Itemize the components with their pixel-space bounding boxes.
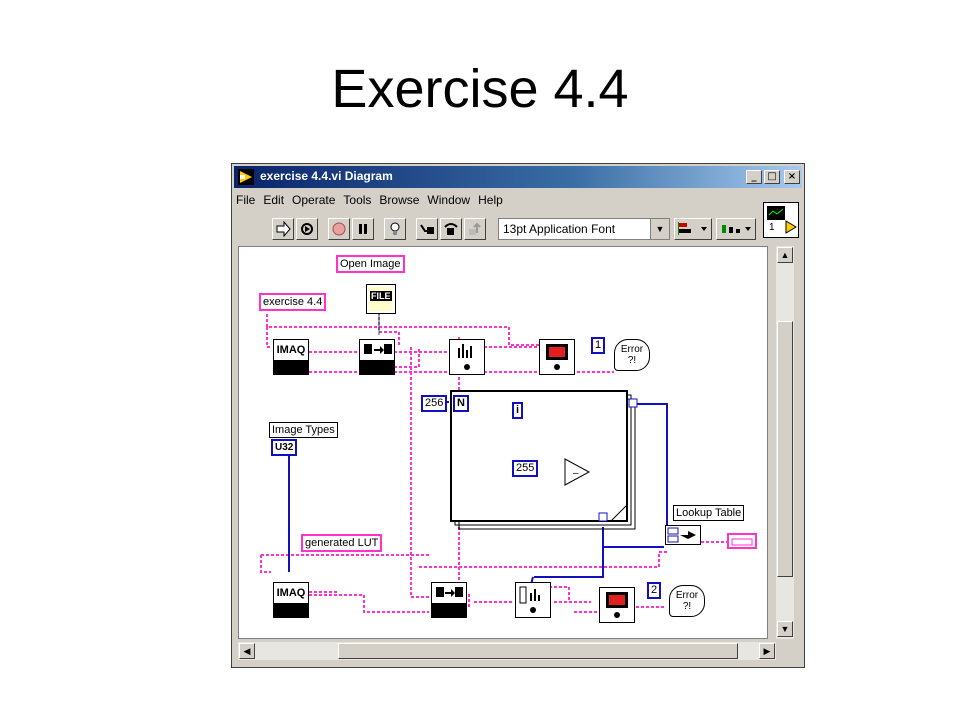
open-image-label: Open Image — [336, 255, 405, 273]
error-symbol-2: ?! — [682, 601, 692, 612]
svg-text:–: – — [573, 468, 579, 479]
user-lookup-icon — [436, 587, 463, 597]
window-draw-icon — [546, 344, 568, 370]
imaq-text: IMAQ — [276, 344, 306, 356]
image-type-constant[interactable]: U32 — [271, 439, 298, 456]
pause-icon — [359, 224, 367, 234]
vertical-scroll-thumb[interactable] — [777, 321, 793, 577]
imaq-text-2: IMAQ — [276, 587, 306, 599]
maximize-button[interactable]: □ — [764, 170, 780, 184]
imaq-userlookup-node[interactable] — [431, 582, 467, 618]
file-node-text: FILE — [370, 291, 392, 301]
horizontal-scrollbar[interactable]: ◀ ▶ — [238, 642, 776, 660]
simple-error-handler-1[interactable]: Error ?! — [614, 339, 650, 371]
run-button[interactable] — [272, 218, 294, 240]
menu-window[interactable]: Window — [427, 193, 471, 207]
menu-tools[interactable]: Tools — [343, 193, 372, 207]
lookup-table-label: Lookup Table — [673, 505, 745, 521]
step-over-icon — [444, 223, 458, 235]
scroll-right-button[interactable]: ▶ — [759, 643, 775, 659]
imaq-windraw-node-2[interactable] — [599, 587, 635, 623]
window-titlebar[interactable]: exercise 4.4.vi Diagram _ □ × — [234, 166, 802, 188]
vi-diagram-icon — [238, 169, 254, 185]
imaq-histogram-node-1[interactable] — [449, 339, 485, 375]
create-icon — [274, 360, 308, 374]
build-array-icon — [667, 527, 696, 543]
abort-button[interactable] — [328, 218, 350, 240]
scroll-up-button[interactable]: ▲ — [777, 247, 793, 263]
histogram-icon-2 — [519, 586, 540, 613]
align-icon — [678, 222, 707, 235]
run-continuous-icon — [301, 223, 313, 235]
readfile-icon-base — [360, 360, 394, 374]
highlight-execution-button[interactable] — [384, 218, 406, 240]
error-text-2: Error — [675, 590, 699, 601]
run-arrow-icon — [276, 221, 291, 237]
run-continuously-button[interactable] — [296, 218, 318, 240]
step-into-button[interactable] — [416, 218, 438, 240]
max-value-constant[interactable]: 255 — [512, 460, 539, 477]
build-array-node[interactable] — [665, 525, 701, 545]
generated-lut-label: generated LUT — [301, 534, 383, 552]
chevron-down-icon[interactable]: ▼ — [650, 219, 669, 239]
window-number-constant-2[interactable]: 2 — [647, 582, 662, 599]
error-text: Error — [620, 344, 644, 355]
lightbulb-icon — [390, 222, 400, 235]
imaq-readfile-node[interactable] — [359, 339, 395, 375]
imaq-histogram-node-2[interactable] — [515, 582, 551, 618]
lut-indicator-icon — [731, 538, 753, 546]
image-types-label: Image Types — [269, 422, 338, 438]
vertical-scrollbar[interactable]: ▲ ▼ — [776, 246, 794, 639]
scroll-down-button[interactable]: ▼ — [777, 621, 793, 637]
pause-button[interactable] — [352, 218, 374, 240]
menu-operate[interactable]: Operate — [292, 193, 336, 207]
step-into-icon — [420, 224, 434, 234]
path-constant[interactable]: exercise 4.4 — [259, 293, 327, 311]
loop-iteration-terminal: i — [512, 402, 524, 419]
vi-connector-icon[interactable]: 1 — [763, 202, 799, 238]
distribute-icon — [722, 225, 751, 233]
lut-indicator[interactable] — [727, 533, 757, 549]
stop-icon — [332, 222, 346, 236]
window-title: exercise 4.4.vi Diagram — [260, 169, 393, 183]
scroll-left-button[interactable]: ◀ — [239, 643, 255, 659]
loop-count-constant[interactable]: 256 — [421, 395, 448, 412]
align-objects-button[interactable] — [674, 218, 712, 240]
file-icon: FILE — [369, 287, 393, 311]
menu-edit[interactable]: Edit — [263, 193, 285, 207]
block-diagram-canvas[interactable]: – Open Image FILE exercise 4.4 IMAQ 1 — [238, 246, 768, 639]
vi-icon-graphic — [767, 206, 797, 234]
userlookup-icon-base — [432, 603, 466, 617]
toolbar: 13pt Application Font ▼ 1 — [232, 202, 804, 242]
imaq-windraw-node-1[interactable] — [539, 339, 575, 375]
distribute-objects-button[interactable] — [716, 218, 756, 240]
histogram-icon — [458, 344, 472, 370]
wire-layer: – — [260, 287, 757, 613]
step-out-icon — [469, 222, 481, 235]
window-draw-icon-2 — [606, 592, 628, 618]
close-button[interactable]: × — [784, 170, 800, 184]
step-over-button[interactable] — [440, 218, 462, 240]
imaq-create-node-1[interactable]: IMAQ — [273, 339, 309, 375]
file-dialog-node[interactable]: FILE — [366, 284, 396, 314]
simple-error-handler-2[interactable]: Error ?! — [669, 585, 705, 617]
minimize-button[interactable]: _ — [746, 170, 762, 184]
horizontal-scroll-thumb[interactable] — [338, 643, 738, 659]
error-symbol: ?! — [627, 355, 637, 366]
menu-help[interactable]: Help — [478, 193, 503, 207]
menu-file[interactable]: File — [236, 193, 256, 207]
step-out-button[interactable] — [464, 218, 486, 240]
loop-count-terminal: N — [453, 395, 469, 412]
create-icon-2 — [274, 603, 308, 617]
menu-bar: File Edit Operate Tools Browse Window Help — [236, 193, 511, 213]
font-selector[interactable]: 13pt Application Font ▼ — [498, 218, 670, 240]
menu-browse[interactable]: Browse — [379, 193, 420, 207]
window-number-constant-1[interactable]: 1 — [591, 337, 606, 354]
vi-icon-number: 1 — [769, 222, 775, 233]
read-file-icon — [364, 344, 392, 354]
slide-title: Exercise 4.4 — [331, 59, 629, 119]
font-selector-value: 13pt Application Font — [503, 222, 616, 236]
imaq-create-node-2[interactable]: IMAQ — [273, 582, 309, 618]
